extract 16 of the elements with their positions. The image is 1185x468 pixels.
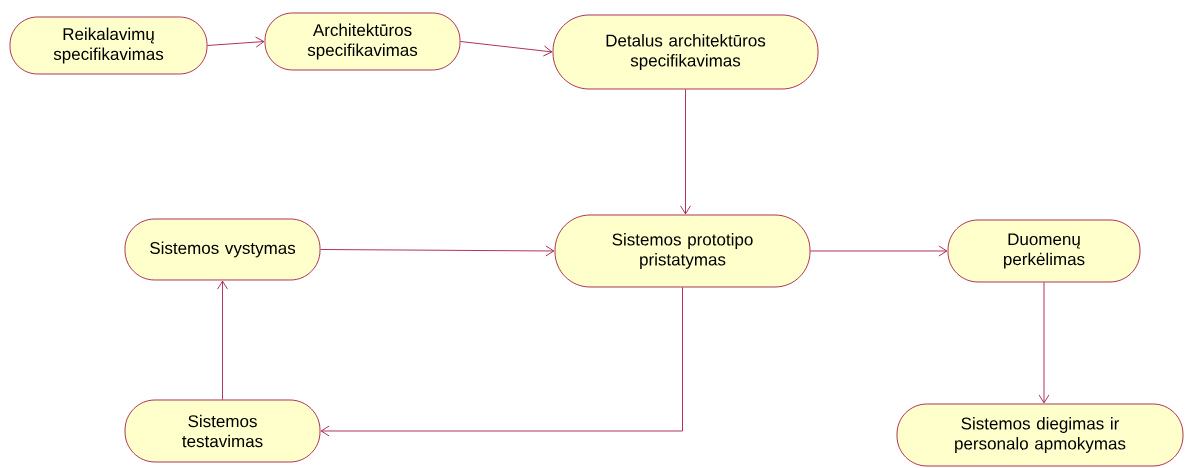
arrow	[217, 280, 228, 400]
activity-box: Detalus architektūros specifikavimas	[552, 14, 819, 90]
arrow	[460, 41, 553, 57]
arrow	[320, 287, 683, 437]
activity-box: Sistemos testavimas	[124, 399, 321, 463]
activity-box: Sistemos diegimas ir personalo apmokymas	[896, 403, 1184, 467]
arrow	[810, 245, 948, 257]
activity-box: Sistemos prototipo pristatymas	[554, 214, 811, 288]
activity-box: Architektūros specifikavimas	[264, 12, 461, 71]
arrow	[207, 36, 265, 48]
arrow	[1038, 282, 1050, 404]
activity-box: Sistemos vystymas	[124, 218, 321, 281]
activity-box: Reikalavimų specifikavimas	[9, 16, 208, 75]
arrow	[680, 89, 691, 215]
arrow	[320, 245, 555, 257]
activity-box: Duomenų perkėlimas	[947, 219, 1141, 283]
